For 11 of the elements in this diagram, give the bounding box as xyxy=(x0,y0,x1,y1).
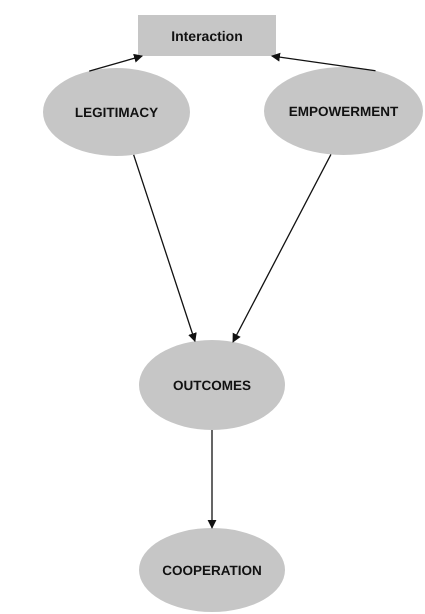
node-label: COOPERATION xyxy=(162,562,262,578)
node-label: LEGITIMACY xyxy=(74,104,158,120)
node-label: Interaction xyxy=(171,28,243,44)
node-label: EMPOWERMENT xyxy=(288,104,398,118)
arrow xyxy=(133,154,197,342)
arrow xyxy=(270,52,376,72)
process-box xyxy=(138,15,276,56)
node-label: OUTCOMES xyxy=(172,378,251,392)
arrow xyxy=(232,154,332,343)
arrow xyxy=(89,54,143,72)
arrow xyxy=(208,430,216,529)
